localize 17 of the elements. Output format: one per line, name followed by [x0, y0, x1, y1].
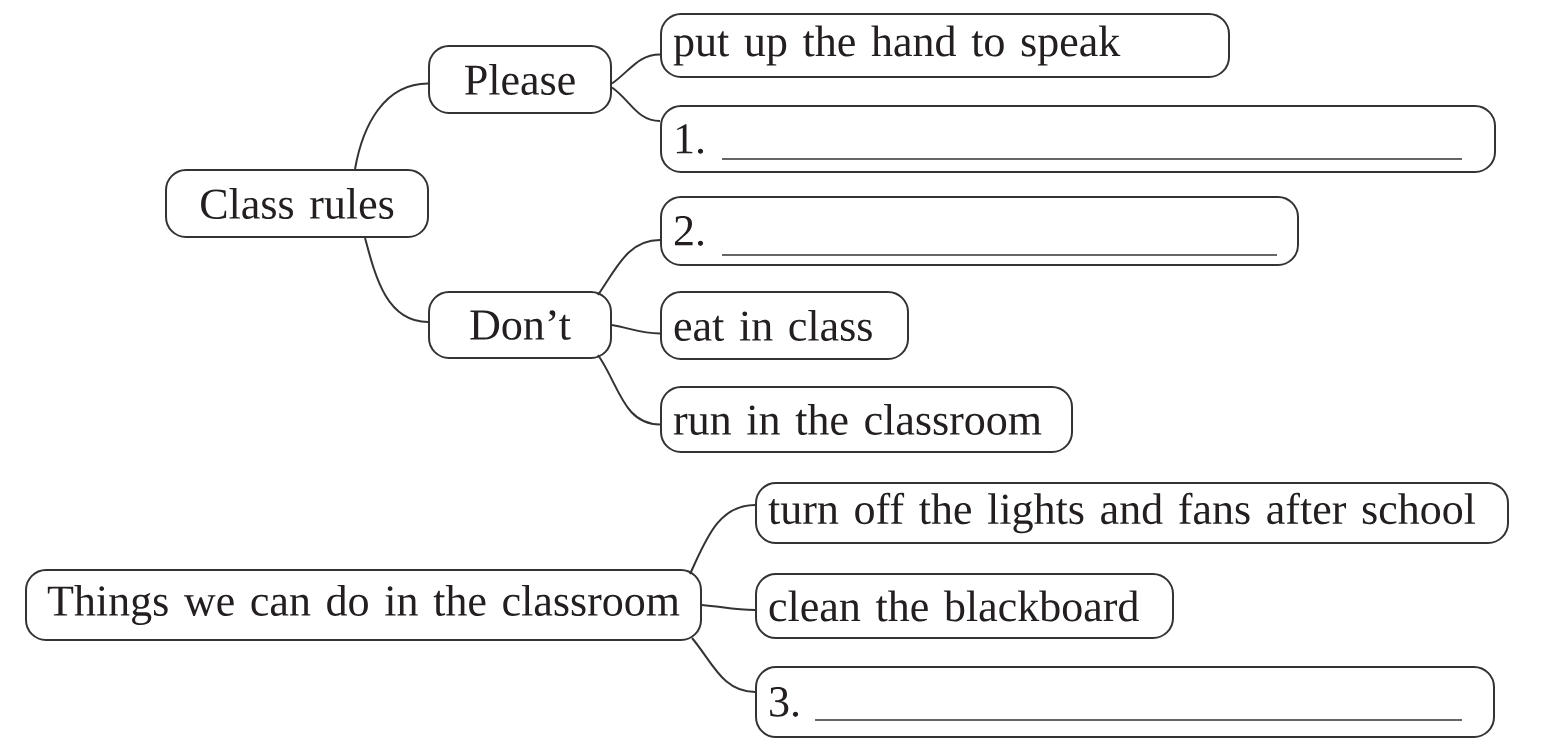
- connector-line: [354, 82, 429, 170]
- connector-line: [611, 324, 661, 335]
- connector-line: [597, 239, 661, 296]
- connector-line: [597, 354, 661, 426]
- topic-box: Class rules: [165, 169, 429, 238]
- answer-box: 3.: [755, 666, 1495, 738]
- connector-line: [611, 53, 661, 85]
- topic-box: Things we can do in the classroom: [25, 569, 702, 641]
- answer-box: 1.: [660, 105, 1496, 173]
- category-box: Don’t: [428, 291, 612, 359]
- connector-line: [691, 637, 756, 693]
- connector-line: [364, 237, 429, 323]
- connector-line: [611, 86, 661, 122]
- category-box: Please: [428, 45, 612, 114]
- connector-line: [701, 604, 756, 611]
- answer-box: 2.: [660, 196, 1299, 266]
- connector-line: [689, 504, 756, 575]
